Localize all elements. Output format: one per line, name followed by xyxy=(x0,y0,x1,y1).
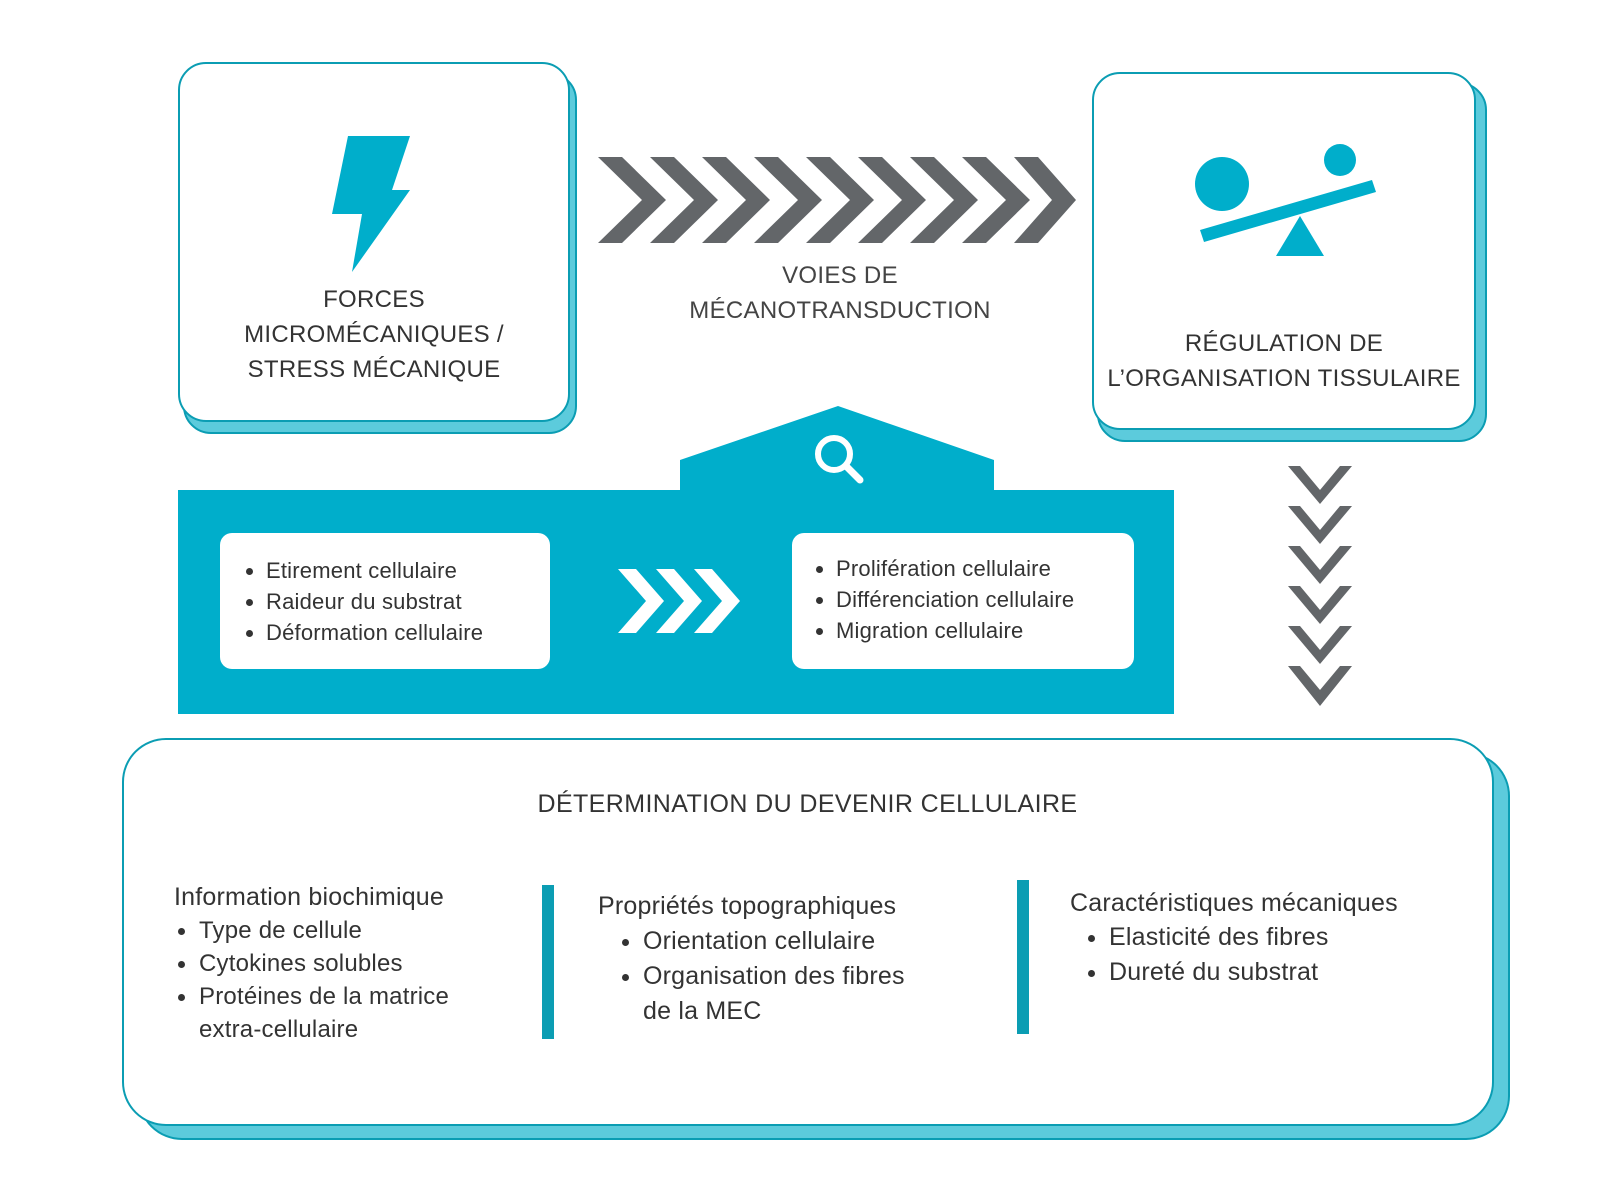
column-divider xyxy=(1017,880,1029,1034)
list-item: Protéines de la matrice extra-cellulaire xyxy=(174,980,504,1046)
topographic-heading: Propriétés topographiques xyxy=(598,892,897,920)
forces-title: FORCES MICROMÉCANIQUES / STRESS MÉCANIQU… xyxy=(244,286,504,383)
balance-scale-icon xyxy=(1195,144,1376,256)
list-item: Différenciation cellulaire xyxy=(812,584,1134,615)
regulation-title: RÉGULATION DE L’ORGANISATION TISSULAIRE xyxy=(1107,330,1461,392)
list-item: Prolifération cellulaire xyxy=(812,553,1134,584)
chevron-arrows-horizontal xyxy=(598,157,1076,243)
column-divider xyxy=(542,885,554,1039)
cell-responses-card: Prolifération cellulaire Différenciation… xyxy=(792,533,1134,669)
chevron-arrows-vertical xyxy=(1288,466,1352,706)
biochemical-heading: Information biochimique xyxy=(174,883,445,911)
cell-responses-list: Prolifération cellulaire Différenciation… xyxy=(812,553,1134,646)
list-item: Cytokines solubles xyxy=(174,947,504,980)
search-icon xyxy=(815,435,864,484)
mechanical-list: Elasticité des fibres Dureté du substrat xyxy=(1084,920,1444,990)
list-item: Orientation cellulaire xyxy=(618,924,978,959)
forces-box: FORCES MICROMÉCANIQUES / STRESS MÉCANIQU… xyxy=(178,62,570,422)
cell-fate-box xyxy=(122,738,1494,1126)
mechanotransduction-label: VOIES DE MÉCANOTRANSDUCTION xyxy=(689,262,991,324)
biochemical-list: Type de cellule Cytokines solubles Proté… xyxy=(174,914,504,1046)
list-item: Dureté du substrat xyxy=(1084,955,1444,990)
lightning-icon xyxy=(332,136,410,272)
regulation-box: RÉGULATION DE L’ORGANISATION TISSULAIRE xyxy=(1092,72,1476,430)
list-item: Etirement cellulaire xyxy=(242,555,550,586)
mechanical-stimuli-card: Etirement cellulaire Raideur du substrat… xyxy=(220,533,550,669)
list-item: Raideur du substrat xyxy=(242,586,550,617)
list-item: Organisation des fibres de la MEC xyxy=(618,959,978,1029)
list-item: Déformation cellulaire xyxy=(242,617,550,648)
list-item: Type de cellule xyxy=(174,914,504,947)
cell-fate-title: DÉTERMINATION DU DEVENIR CELLULAIRE xyxy=(537,790,1078,818)
mechanical-heading: Caractéristiques mécaniques xyxy=(1070,889,1398,917)
white-chevron-arrows xyxy=(618,569,740,633)
list-item: Elasticité des fibres xyxy=(1084,920,1444,955)
mechanical-stimuli-list: Etirement cellulaire Raideur du substrat… xyxy=(242,555,550,648)
topographic-list: Orientation cellulaire Organisation des … xyxy=(618,924,978,1029)
list-item: Migration cellulaire xyxy=(812,615,1134,646)
